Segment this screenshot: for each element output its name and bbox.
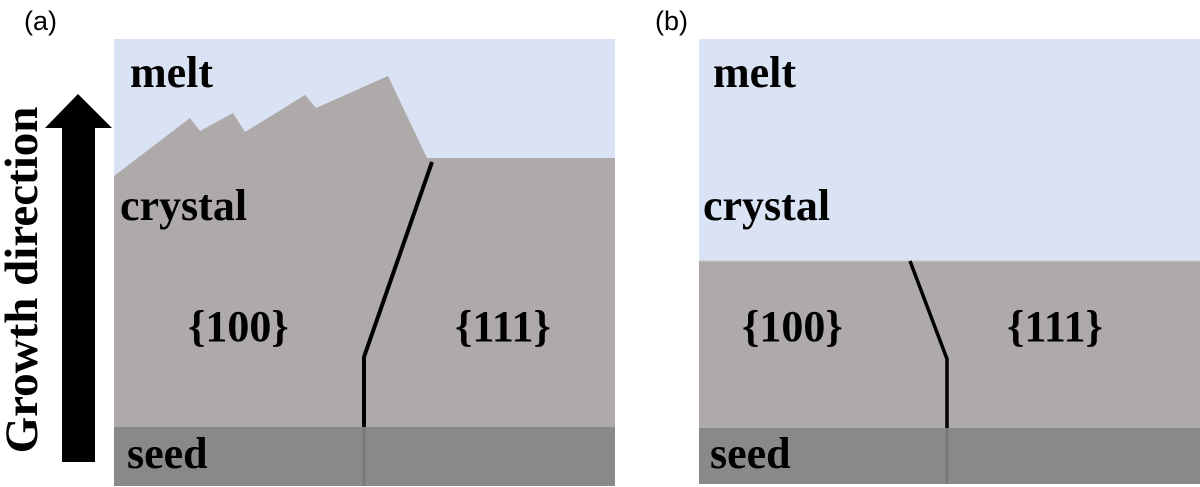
panel-b-right-grain-label: {111}: [1007, 302, 1103, 351]
arrow-shaft: [62, 127, 95, 462]
panel-a-crystal-region: [114, 76, 615, 427]
panel-a-crystal-label: crystal: [120, 181, 247, 230]
panel-a-grain-boundary: [362, 161, 434, 427]
growth-direction-label: Growth direction: [0, 107, 48, 454]
panel-b-melt-region: [699, 39, 1200, 261]
panel-b-seed-label: seed: [710, 429, 791, 478]
panel-a-label: (a): [24, 6, 57, 36]
growth-direction-arrow: [45, 94, 112, 462]
panel-a-right-grain-label: {111}: [455, 302, 551, 351]
panel-b-grain-boundary: [908, 260, 949, 428]
panel-b-seed-region: [699, 428, 1200, 484]
panel-b-left-grain-label: {100}: [742, 302, 843, 351]
arrow-head-icon: [45, 94, 112, 128]
panel-a-melt-label: melt: [130, 48, 213, 97]
panel-b-label: (b): [655, 6, 688, 36]
panel-b-melt-label: melt: [713, 48, 796, 97]
panel-b-crystal-label: crystal: [703, 181, 830, 230]
panel-b-crystal-region: [699, 261, 1200, 428]
panel-a: (a) melt crystal {100} {111} seed: [24, 6, 615, 486]
panel-a-left-grain-label: {100}: [188, 302, 289, 351]
panel-b: (b) melt crystal {100} {111} seed: [655, 6, 1200, 484]
panel-a-seed-label: seed: [127, 429, 208, 478]
